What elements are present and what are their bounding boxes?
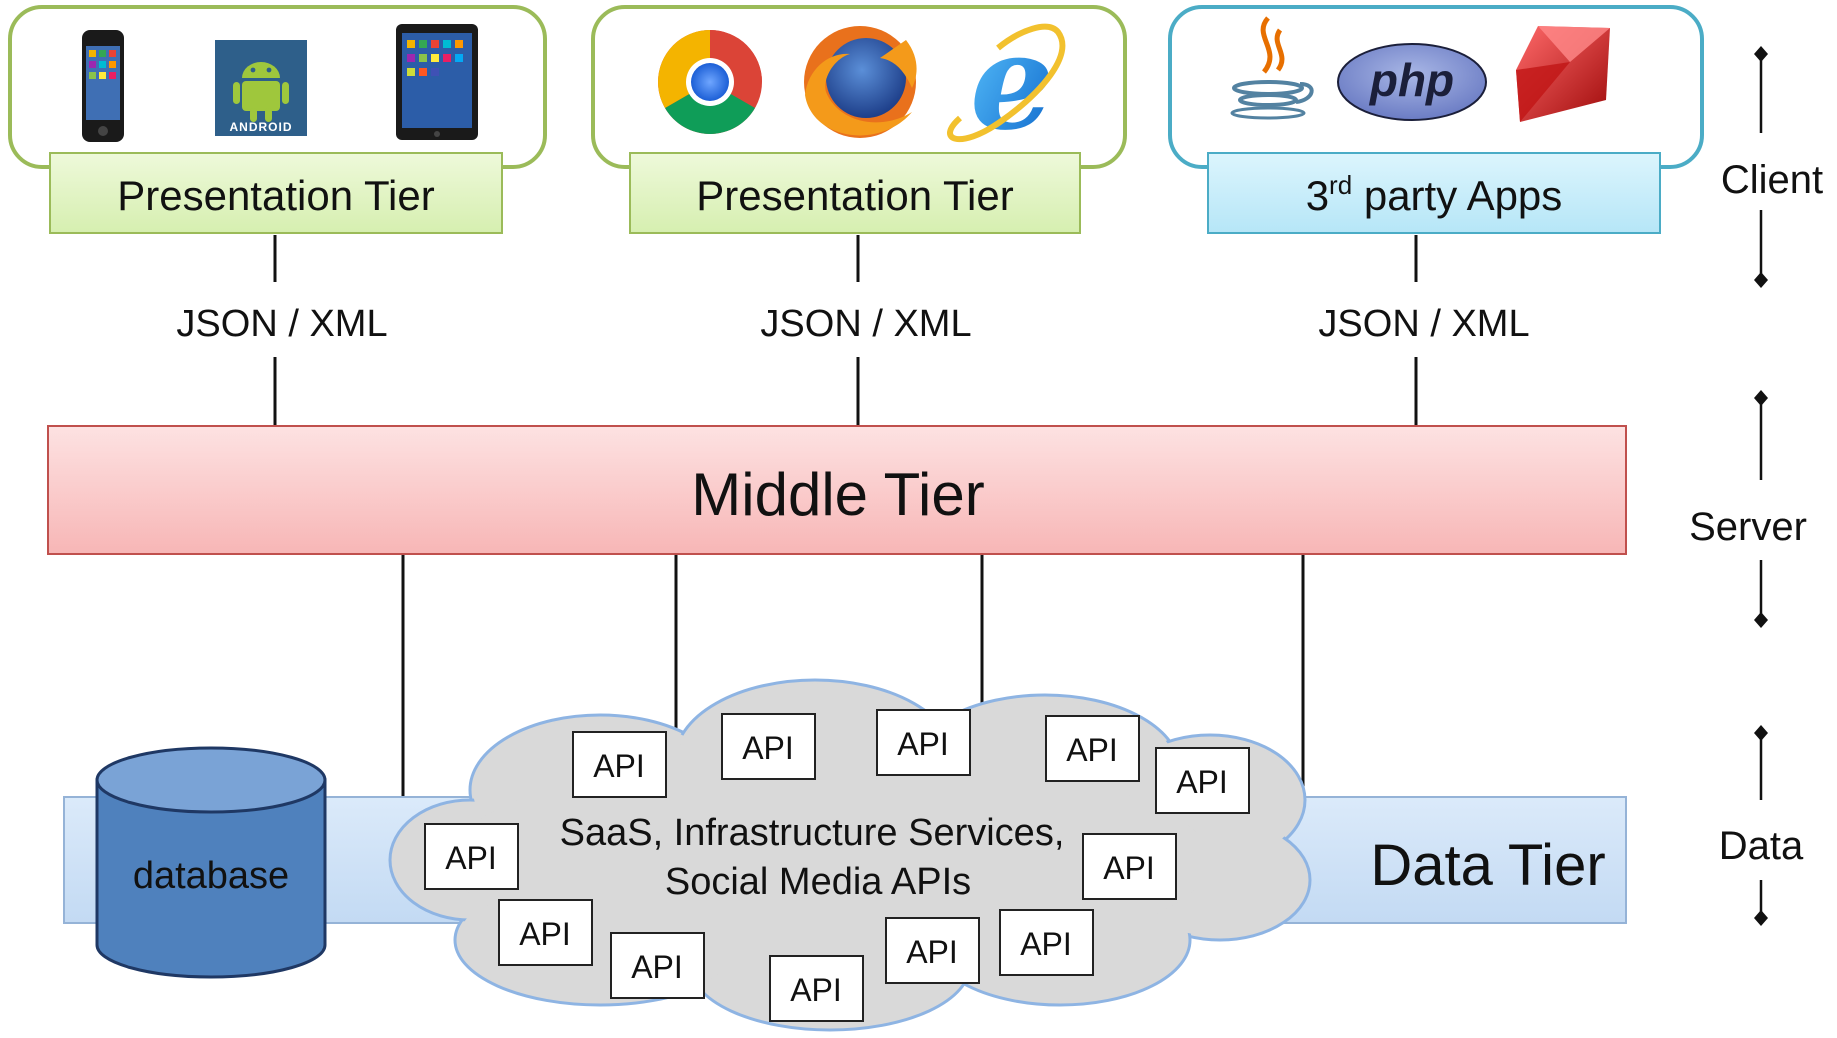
api-box: API (1082, 833, 1177, 900)
php-wordmark: php (1368, 54, 1454, 106)
middle-tier-box: Middle Tier (47, 425, 1627, 555)
java-icon (1230, 16, 1314, 120)
database-cylinder: database (95, 746, 327, 979)
api-label: API (445, 840, 497, 876)
api-box: API (498, 899, 593, 966)
api-label: API (1066, 732, 1118, 768)
presentation-tier-box-2: Presentation Tier (629, 152, 1081, 234)
side-range-server: Server (1689, 390, 1807, 628)
protocol-label: JSON / XML (176, 303, 387, 345)
api-label: API (742, 730, 794, 766)
firefox-icon (804, 26, 917, 138)
side-range-data: Data (1719, 725, 1804, 926)
api-box: API (876, 709, 971, 776)
presentation-tier-label: Presentation Tier (117, 172, 435, 219)
side-range-client: Client (1721, 46, 1823, 288)
api-box: API (610, 932, 705, 999)
api-box: API (721, 713, 816, 780)
data-tier-label: Data Tier (1370, 833, 1605, 898)
client-panel-mobile: ANDROID (8, 5, 547, 169)
cloud-caption-line-1: SaaS, Infrastructure Services, (560, 812, 1065, 854)
api-label: API (906, 934, 958, 970)
third-party-apps-box: 3rd party Apps (1207, 152, 1661, 234)
chrome-icon (658, 30, 762, 134)
api-label: API (593, 748, 645, 784)
api-box: API (885, 917, 980, 984)
protocol-label: JSON / XML (1318, 303, 1529, 345)
iphone-icon (82, 30, 124, 142)
android-wordmark: ANDROID (230, 120, 293, 134)
protocol-label: JSON / XML (760, 303, 971, 345)
api-label: API (897, 726, 949, 762)
tier-level-label: Client (1721, 158, 1823, 202)
presentation-tier-label: Presentation Tier (696, 172, 1014, 219)
client-panel-third-party: php (1168, 5, 1704, 169)
android-icon: ANDROID (215, 40, 307, 136)
label-rest: party Apps (1352, 172, 1562, 219)
ruby-icon (1516, 26, 1610, 122)
api-label: API (790, 972, 842, 1008)
tier-level-label: Data (1719, 824, 1804, 868)
label-base: 3 (1306, 172, 1329, 219)
label-sup: rd (1329, 170, 1352, 200)
api-label: API (1020, 926, 1072, 962)
api-boxes: API API API API API API API API API API … (424, 709, 1250, 1022)
api-box: API (424, 823, 519, 890)
api-box: API (999, 909, 1094, 976)
client-connectors (273, 235, 1418, 428)
api-box: API (769, 955, 864, 1022)
api-label: API (631, 949, 683, 985)
api-box: API (1045, 715, 1140, 782)
presentation-tier-box-1: Presentation Tier (49, 152, 503, 234)
api-label: API (519, 916, 571, 952)
third-party-apps-label: 3rd party Apps (1306, 170, 1563, 219)
database-label: database (133, 855, 289, 897)
tier-level-label: Server (1689, 505, 1807, 549)
api-box: API (572, 731, 667, 798)
api-label: API (1103, 850, 1155, 886)
internet-explorer-icon: e (947, 5, 1066, 160)
ipad-icon (396, 24, 478, 140)
client-panel-browsers: e (591, 5, 1127, 169)
api-box: API (1155, 747, 1250, 814)
data-connectors (401, 555, 1305, 796)
middle-tier-label: Middle Tier (691, 461, 984, 528)
api-label: API (1176, 764, 1228, 800)
cloud-caption-line-2: Social Media APIs (665, 861, 971, 903)
php-icon: php (1337, 43, 1487, 121)
